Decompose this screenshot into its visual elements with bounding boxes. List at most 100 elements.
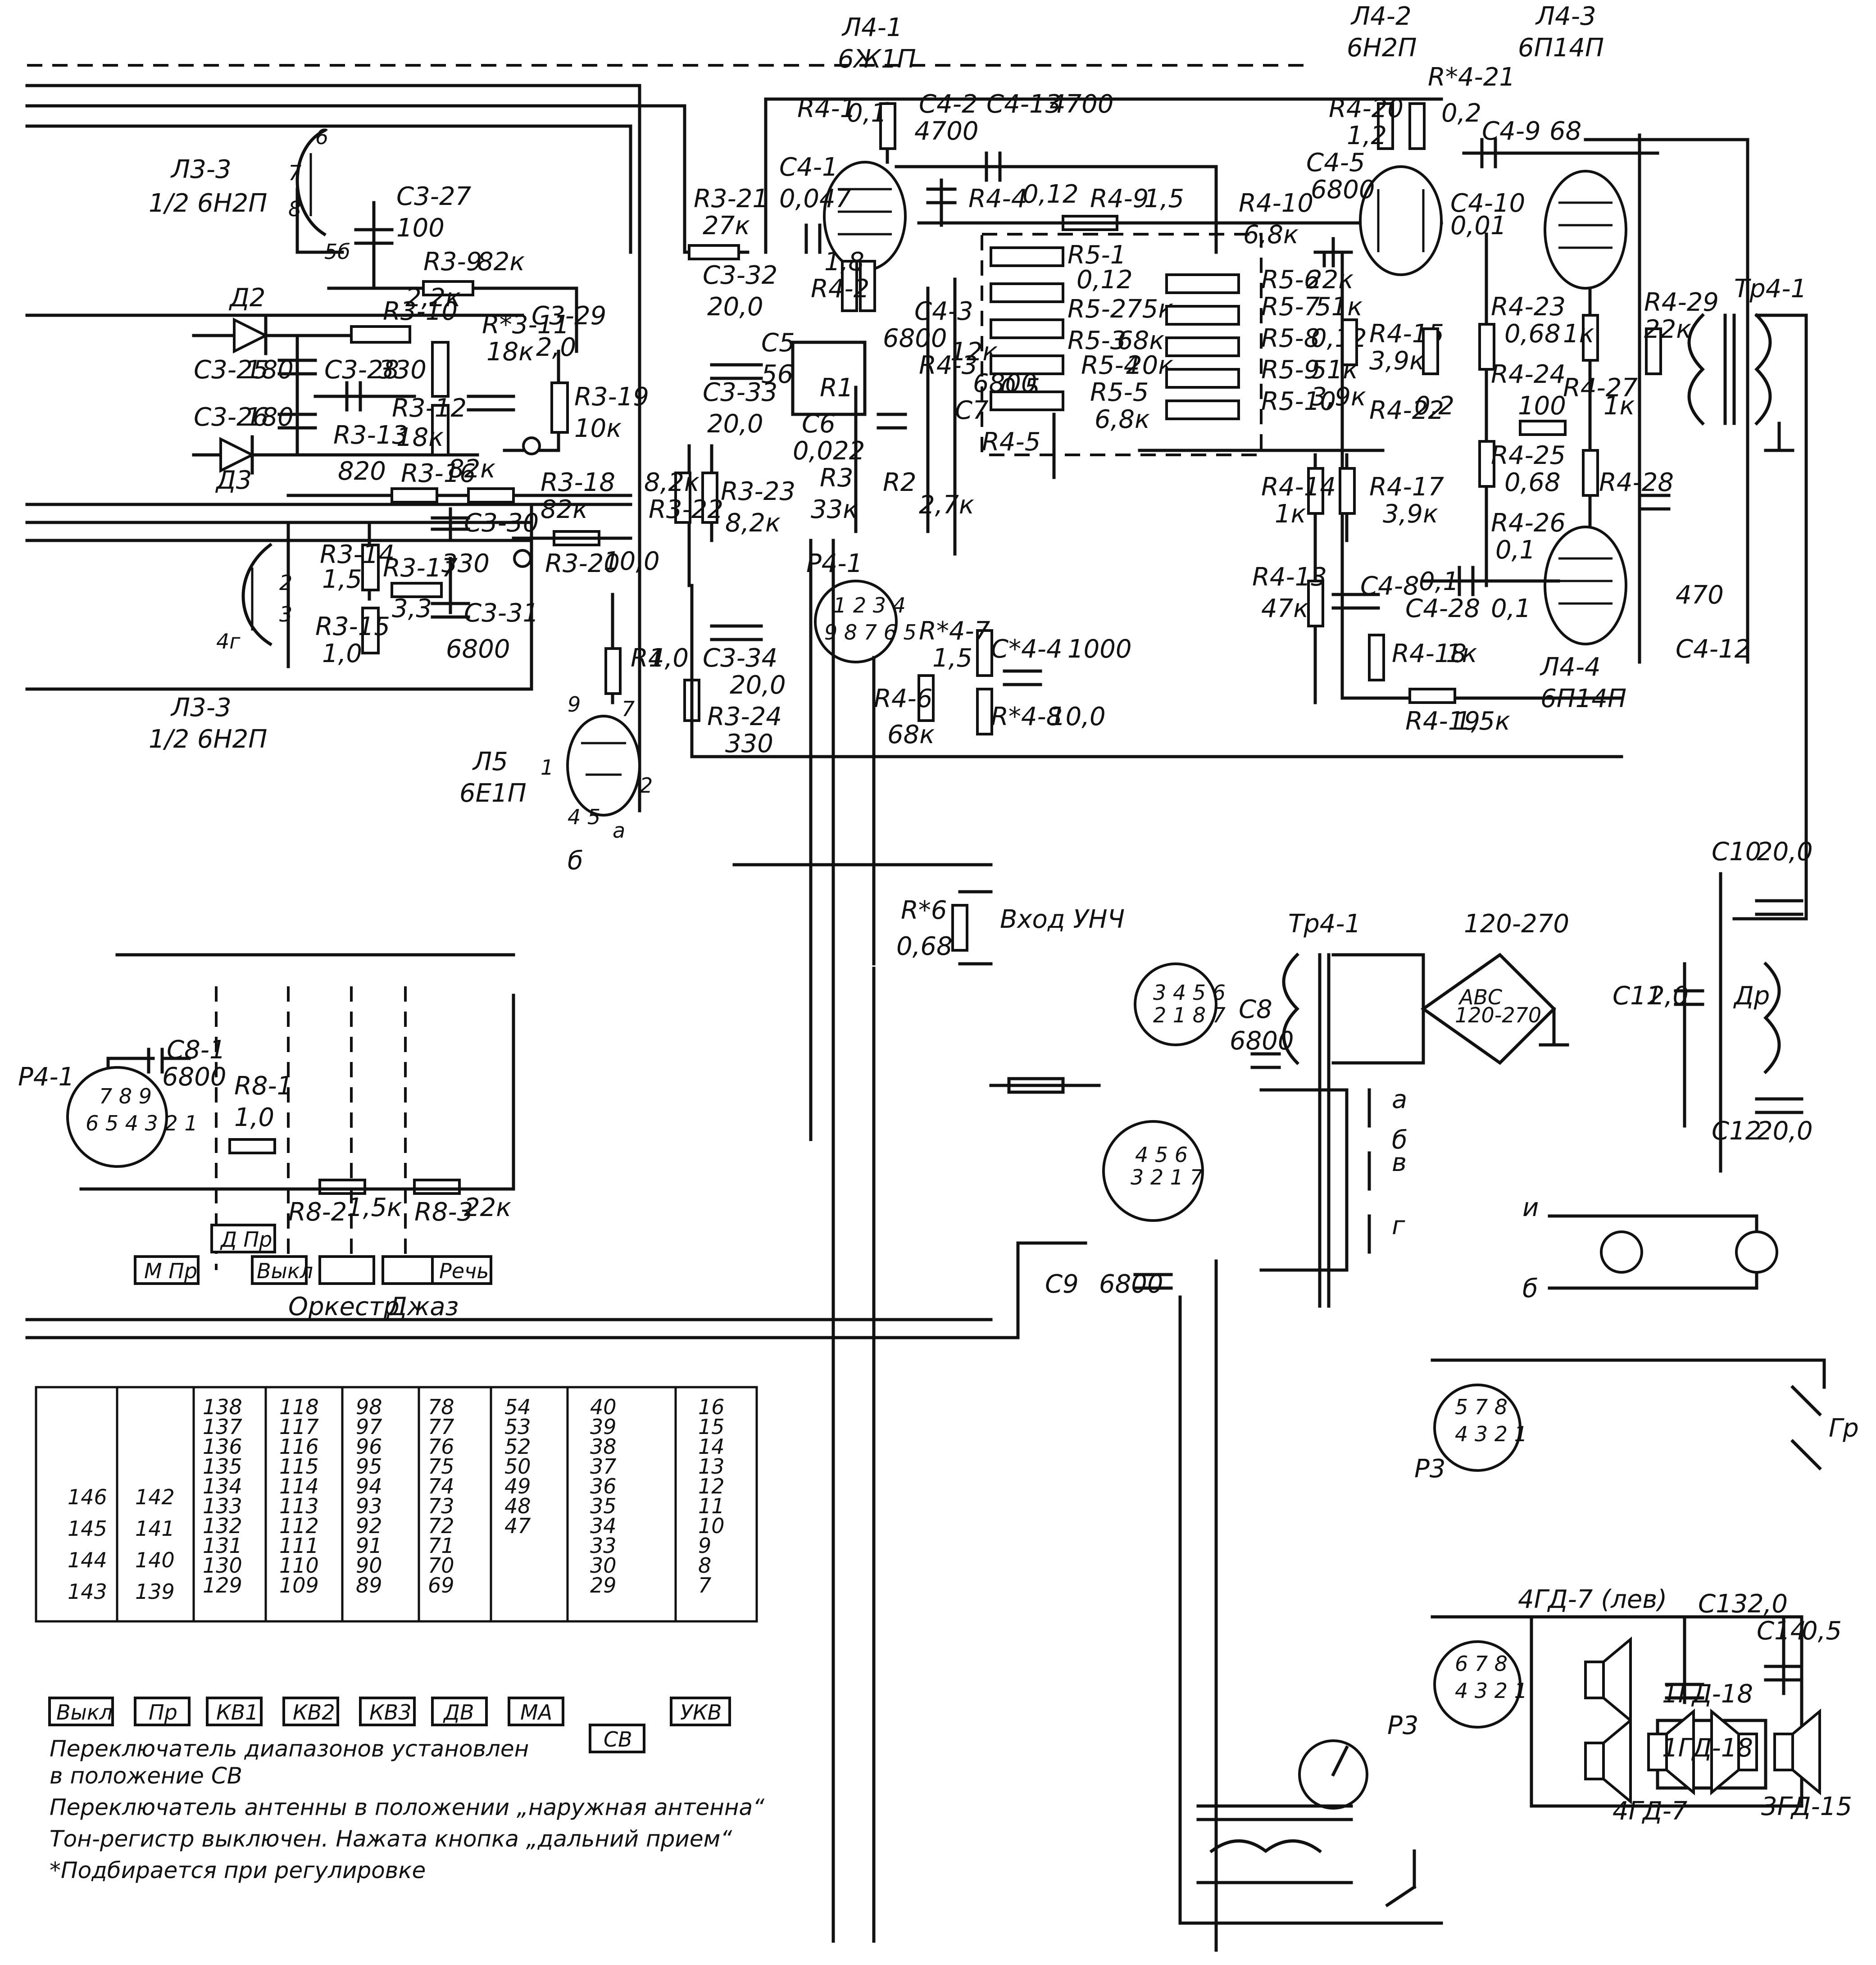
range-button-label: СВ (604, 1727, 632, 1752)
tube-type: 1/2 6Н2П (149, 189, 267, 218)
svg-text:R1: R1 (820, 373, 854, 403)
svg-text:R4-6: R4-6 (874, 684, 932, 713)
svg-text:R4-29: R4-29 (1644, 288, 1719, 317)
svg-text:Тр4-1: Тр4-1 (1288, 909, 1361, 939)
range-button[interactable] (359, 1697, 416, 1726)
tone-caption: Оркестр (288, 1292, 400, 1321)
switch-contact-number: 96 (356, 1434, 382, 1459)
note-line: *Подбирается при регулировке (50, 1857, 426, 1883)
range-button[interactable] (589, 1724, 645, 1753)
svg-text:1,5к: 1,5к (347, 1193, 402, 1222)
svg-text:33к: 33к (811, 495, 858, 524)
tone-button[interactable] (251, 1255, 308, 1285)
switch-contact-number: 140 (135, 1548, 175, 1572)
svg-text:б: б (1392, 1125, 1408, 1155)
svg-text:C3-32: C3-32 (703, 261, 777, 290)
svg-text:6800: 6800 (883, 324, 947, 353)
svg-text:6: 6 (315, 125, 328, 149)
svg-text:120-270: 120-270 (1464, 909, 1569, 939)
power-supply: Тр4-1 3 4 5 6 2 1 8 7 120-270 АВС 120-27… (989, 837, 1813, 1308)
range-button-label: МА (520, 1700, 552, 1724)
switch-contact-number: 117 (279, 1415, 319, 1439)
switch-contact-number: 72 (428, 1514, 454, 1538)
svg-text:C4-2: C4-2 (919, 90, 978, 119)
range-button[interactable] (670, 1697, 731, 1726)
svg-text:1,5: 1,5 (932, 644, 972, 673)
svg-text:82к: 82к (448, 454, 495, 484)
range-button[interactable] (134, 1697, 191, 1726)
switch-contact-number: 135 (203, 1454, 242, 1479)
switch-contact-number: 69 (428, 1573, 454, 1597)
svg-text:2,0: 2,0 (1748, 1589, 1788, 1619)
switch-contact-number: 133 (203, 1494, 242, 1518)
svg-text:3ГД-15: 3ГД-15 (1761, 1792, 1852, 1821)
range-button-label: УКВ (680, 1700, 722, 1724)
svg-text:8,2к: 8,2к (725, 508, 781, 538)
svg-text:0,1: 0,1 (1495, 535, 1535, 565)
switch-contact-number: 132 (203, 1514, 242, 1538)
svg-text:C4-3: C4-3 (914, 297, 973, 326)
range-button[interactable] (508, 1697, 564, 1726)
switch-contact-number: 16 (698, 1395, 725, 1419)
svg-text:0,047: 0,047 (779, 184, 852, 213)
svg-text:5 7 8: 5 7 8 (1455, 1395, 1508, 1419)
svg-text:C5: C5 (761, 328, 795, 358)
svg-text:0,022: 0,022 (793, 436, 865, 466)
svg-text:R3-12: R3-12 (392, 394, 467, 423)
svg-text:3 4 5 6: 3 4 5 6 (1153, 980, 1226, 1005)
tone-button[interactable] (318, 1255, 375, 1285)
svg-text:и: и (1522, 1193, 1539, 1222)
tone-button[interactable] (134, 1255, 200, 1285)
tube-type: 6П14П (1518, 33, 1604, 63)
svg-text:1: 1 (541, 755, 554, 780)
svg-text:R3-24: R3-24 (707, 702, 782, 731)
switch-contact-number: 13 (698, 1454, 725, 1479)
switch-contacts: 1461451441431421411401391381371361351341… (68, 1395, 725, 1604)
switch-contact-number: 15 (698, 1415, 725, 1439)
svg-text:1,2: 1,2 (1347, 121, 1387, 150)
svg-text:1к: 1к (1446, 639, 1477, 668)
tone-button[interactable] (382, 1255, 438, 1285)
svg-text:82к: 82к (541, 495, 588, 524)
svg-text:0,12: 0,12 (1311, 324, 1367, 353)
range-button[interactable] (48, 1697, 114, 1726)
svg-text:R4-23: R4-23 (1491, 292, 1566, 322)
svg-text:R4-13: R4-13 (1252, 563, 1327, 592)
tone-button-label: Д Пр (220, 1227, 272, 1252)
tube-type: 6Ж1П (838, 45, 916, 74)
tone-button[interactable] (210, 1224, 276, 1253)
svg-text:0,12: 0,12 (1022, 180, 1079, 209)
switch-contact-number: 109 (279, 1573, 319, 1597)
bottom-bus-lines (25, 539, 1218, 1952)
switch-contact-number: 30 (590, 1553, 617, 1578)
svg-text:1,0: 1,0 (649, 644, 689, 673)
svg-text:1,8: 1,8 (824, 247, 864, 277)
switch-contact-number: 89 (356, 1573, 382, 1597)
switch-contact-number: 111 (279, 1534, 319, 1558)
switch-contact-number: 8 (698, 1553, 711, 1578)
tone-caption: Джаз (386, 1292, 459, 1321)
switch-contact-number: 92 (356, 1514, 382, 1538)
svg-text:22к: 22к (1644, 315, 1691, 344)
svg-text:1,5: 1,5 (1144, 184, 1184, 213)
range-button[interactable] (206, 1697, 263, 1726)
svg-text:C*4-4: C*4-4 (991, 635, 1063, 664)
svg-text:1,5: 1,5 (322, 565, 362, 594)
range-button[interactable] (282, 1697, 339, 1726)
svg-text:R8-2: R8-2 (288, 1198, 347, 1227)
svg-text:в: в (1392, 1148, 1407, 1177)
svg-text:C4-8: C4-8 (1360, 572, 1419, 601)
svg-text:R4-28: R4-28 (1599, 468, 1674, 497)
tone-button[interactable] (431, 1255, 492, 1285)
svg-text:R*3-11: R*3-11 (482, 310, 569, 340)
range-button[interactable] (431, 1697, 488, 1726)
svg-text:R3-22: R3-22 (649, 495, 723, 524)
svg-text:R4-20: R4-20 (1329, 94, 1404, 123)
tube-l4-4: Л4-4 6П14П (1540, 526, 1627, 713)
range-button-label: Выкл (56, 1700, 113, 1724)
svg-text:C4-1: C4-1 (779, 153, 838, 182)
svg-text:0,1: 0,1 (1419, 567, 1459, 596)
svg-text:0,2: 0,2 (1441, 99, 1481, 128)
svg-text:R4-14: R4-14 (1261, 472, 1336, 502)
tone-button-label: Выкл (257, 1259, 313, 1283)
